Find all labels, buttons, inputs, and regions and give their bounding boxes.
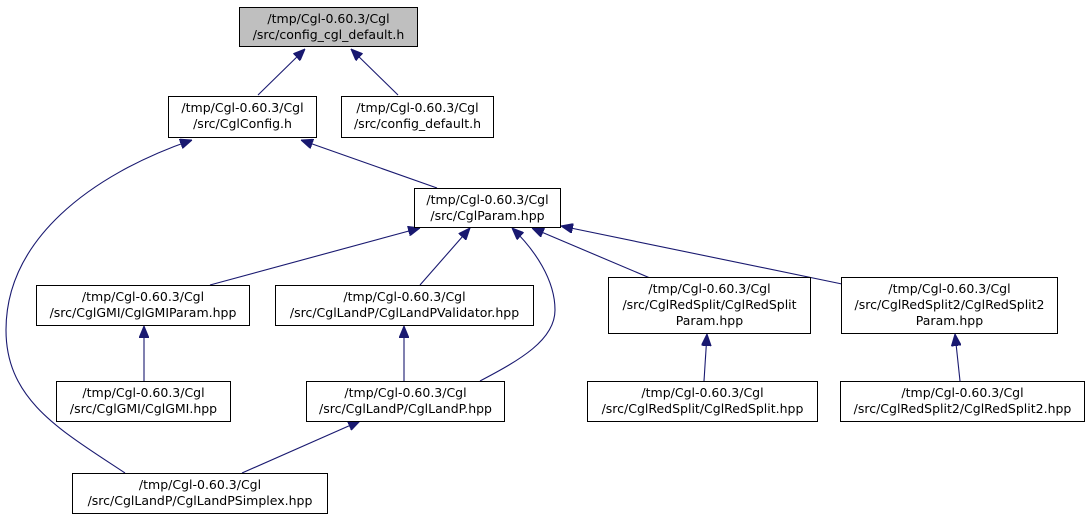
node-config-default-line2: /src/config_default.h [353,116,482,131]
node-cgl-redsplit2[interactable]: /tmp/Cgl-0.60.3/Cgl /src/CglRedSplit2/Cg… [840,381,1085,422]
edge-cgl-redsplit-param-to-cgl-param [532,228,651,279]
node-cgl-param-line1: /tmp/Cgl-0.60.3/Cgl [426,192,549,207]
node-cgl-landp-line2: /src/CglLandP/CglLandP.hpp [318,401,492,416]
edge-cgl-landp-simplex-to-cgl-landp [241,421,360,474]
node-config-cgl-default-line2: /src/config_cgl_default.h [252,27,405,42]
node-cgl-redsplit-param-line1: /tmp/Cgl-0.60.3/Cgl [648,281,771,296]
node-cgl-landp-simplex-line2: /src/CglLandP/CglLandPSimplex.hpp [87,493,313,508]
edge-config-default-to-config-cgl-default [351,49,399,96]
node-config-default-line1: /tmp/Cgl-0.60.3/Cgl [356,100,479,115]
edge-cgl-param-to-cgl-config [301,140,438,189]
node-cgl-landp-line1: /tmp/Cgl-0.60.3/Cgl [344,385,467,400]
edge-cgl-landp-simplex-to-cgl-config [5,140,192,474]
node-config-default[interactable]: /tmp/Cgl-0.60.3/Cgl /src/config_default.… [341,96,494,138]
node-cgl-redsplit2-param-line3: Param.hpp [915,313,984,328]
node-cgl-redsplit2-line1: /tmp/Cgl-0.60.3/Cgl [901,385,1024,400]
node-cgl-param-line2: /src/CglParam.hpp [430,208,545,223]
node-config-cgl-default-line1: /tmp/Cgl-0.60.3/Cgl [267,11,390,26]
node-cgl-gmi-param-line2: /src/CglGMI/CglGMIParam.hpp [49,305,237,320]
edge-cgl-redsplit-to-cgl-redsplit-param [704,334,707,382]
node-cgl-gmi-param[interactable]: /tmp/Cgl-0.60.3/Cgl /src/CglGMI/CglGMIPa… [36,285,250,326]
node-cgl-param[interactable]: /tmp/Cgl-0.60.3/Cgl /src/CglParam.hpp [414,188,561,228]
node-cgl-redsplit2-param-line1: /tmp/Cgl-0.60.3/Cgl [888,281,1011,296]
edges-layer [5,49,960,474]
node-cgl-landp-simplex[interactable]: /tmp/Cgl-0.60.3/Cgl /src/CglLandP/CglLan… [72,473,328,514]
node-config-cgl-default: /tmp/Cgl-0.60.3/Cgl /src/config_cgl_defa… [239,7,418,47]
edge-cgl-landp-validator-to-cgl-param [419,228,470,286]
node-cgl-landp-simplex-line1: /tmp/Cgl-0.60.3/Cgl [138,477,262,492]
node-cgl-redsplit-param[interactable]: /tmp/Cgl-0.60.3/Cgl /src/CglRedSplit/Cgl… [608,277,811,334]
edge-cgl-config-to-config-cgl-default [257,49,305,96]
node-cgl-gmi-param-line1: /tmp/Cgl-0.60.3/Cgl [81,289,205,304]
node-cgl-redsplit-param-line3: Param.hpp [675,313,744,328]
node-cgl-landp[interactable]: /tmp/Cgl-0.60.3/Cgl /src/CglLandP/CglLan… [306,381,505,422]
node-cgl-landp-validator-line2: /src/CglLandP/CglLandPValidator.hpp [289,305,520,320]
node-cgl-redsplit-line2: /src/CglRedSplit/CglRedSplit.hpp [601,401,804,416]
node-cgl-redsplit[interactable]: /tmp/Cgl-0.60.3/Cgl /src/CglRedSplit/Cgl… [587,381,818,422]
node-cgl-gmi-line1: /tmp/Cgl-0.60.3/Cgl [82,385,205,400]
node-cgl-gmi[interactable]: /tmp/Cgl-0.60.3/Cgl /src/CglGMI/CglGMI.h… [56,381,231,422]
edge-cgl-redsplit2-param-to-cgl-param [561,226,843,285]
node-cgl-config-line1: /tmp/Cgl-0.60.3/Cgl [181,100,304,115]
node-cgl-redsplit2-line2: /src/CglRedSplit2/CglRedSplit2.hpp [853,401,1072,416]
node-cgl-config[interactable]: /tmp/Cgl-0.60.3/Cgl /src/CglConfig.h [168,96,317,138]
edge-cgl-gmi-param-to-cgl-param [209,228,420,286]
node-cgl-redsplit-param-line2: /src/CglRedSplit/CglRedSplit [622,297,797,312]
node-cgl-redsplit-line1: /tmp/Cgl-0.60.3/Cgl [641,385,764,400]
node-cgl-gmi-line2: /src/CglGMI/CglGMI.hpp [69,401,218,416]
node-cgl-redsplit2-param-line2: /src/CglRedSplit2/CglRedSplit2 [854,297,1045,312]
node-cgl-redsplit2-param[interactable]: /tmp/Cgl-0.60.3/Cgl /src/CglRedSplit2/Cg… [841,277,1058,334]
node-cgl-landp-validator[interactable]: /tmp/Cgl-0.60.3/Cgl /src/CglLandP/CglLan… [275,285,534,326]
edge-cgl-landp-to-cgl-param [479,228,556,382]
node-cgl-config-line2: /src/CglConfig.h [193,116,292,131]
edge-cgl-redsplit2-to-cgl-redsplit2-param [955,334,960,382]
node-cgl-landp-validator-line1: /tmp/Cgl-0.60.3/Cgl [343,289,466,304]
